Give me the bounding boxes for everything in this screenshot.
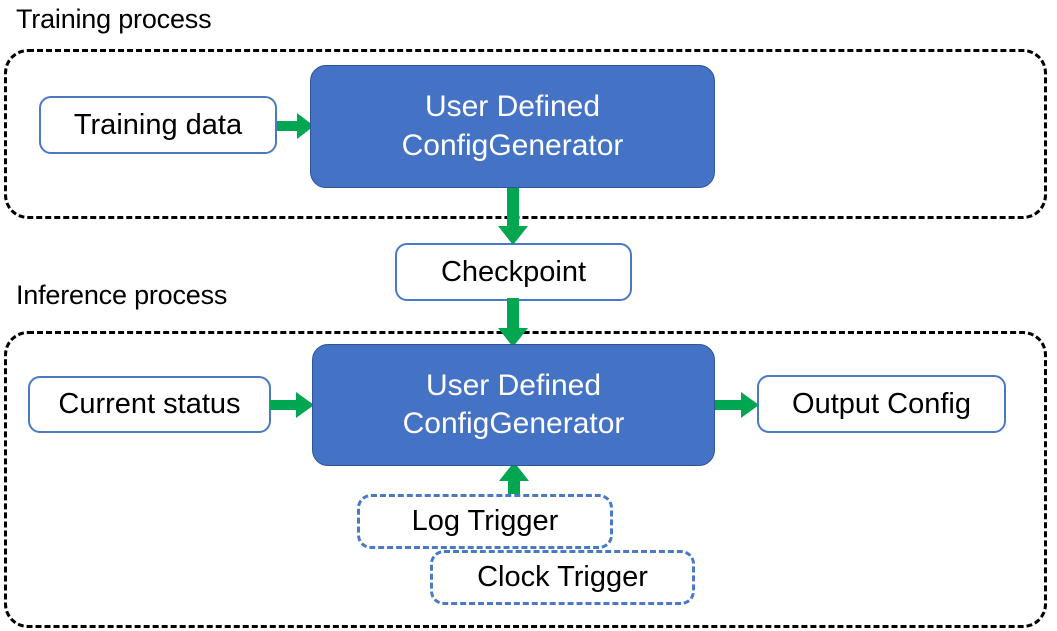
- log-trigger-box[interactable]: Log Trigger: [357, 494, 613, 549]
- log-trigger-label: Log Trigger: [411, 505, 559, 537]
- inference-config-generator-line2: ConfigGenerator: [402, 407, 625, 440]
- output-config-box[interactable]: Output Config: [757, 375, 1006, 433]
- clock-trigger-box[interactable]: Clock Trigger: [430, 550, 695, 605]
- inference-process-caption: Inference process: [16, 280, 228, 310]
- arrow-triggers-to-config-generator-icon: [498, 462, 530, 504]
- training-config-generator-line1: User Defined: [424, 90, 601, 124]
- arrow-current-status-to-config-generator-icon: [270, 389, 315, 421]
- current-status-box[interactable]: Current status: [28, 376, 271, 433]
- training-process-container: [4, 49, 1047, 219]
- training-process-caption: Training process: [16, 4, 212, 34]
- clock-trigger-label: Clock Trigger: [477, 561, 648, 593]
- output-config-label: Output Config: [792, 387, 971, 420]
- checkpoint-label: Checkpoint: [440, 255, 587, 288]
- training-data-box[interactable]: Training data: [39, 96, 277, 154]
- arrow-checkpoint-to-config-generator-icon: [497, 298, 529, 348]
- inference-process-container: [4, 331, 1047, 628]
- training-config-generator-box[interactable]: User Defined ConfigGenerator: [310, 65, 715, 188]
- inference-config-generator-line1: User Defined: [425, 368, 602, 402]
- training-config-generator-line2: ConfigGenerator: [401, 128, 624, 162]
- training-data-label: Training data: [73, 108, 243, 141]
- arrow-training-data-to-config-generator-icon: [277, 110, 315, 142]
- inference-config-generator-box[interactable]: User Defined ConfigGenerator: [312, 344, 715, 466]
- current-status-label: Current status: [58, 388, 241, 420]
- arrow-config-generator-to-checkpoint-icon: [497, 186, 529, 246]
- arrow-config-generator-to-output-config-icon: [714, 389, 760, 421]
- checkpoint-box[interactable]: Checkpoint: [395, 243, 632, 301]
